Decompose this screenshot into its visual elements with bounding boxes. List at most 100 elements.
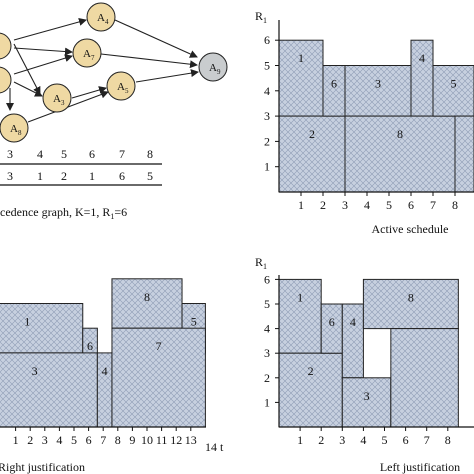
left-y-tick-label: 6	[264, 272, 270, 286]
node-a3: A3	[42, 83, 72, 113]
active-bar-label: 4	[419, 51, 425, 65]
active-x-tick-label: 4	[364, 198, 370, 212]
table-value-cell: 6	[119, 169, 125, 183]
node-label: A8	[10, 123, 22, 137]
right-x-tick-label: 2	[27, 433, 33, 447]
edge-in-a7	[13, 47, 73, 56]
left-y-tick-label: 3	[264, 346, 270, 360]
left-caption: Left justification	[380, 460, 460, 474]
table-header-cell: 6	[89, 147, 95, 161]
graph-caption: cedence graph, K=1, R1=6	[0, 205, 127, 221]
edge-a5-a9	[135, 69, 199, 83]
right-bar-3	[0, 352, 98, 428]
table-value-cell: 1	[89, 169, 95, 183]
left-x-tick-label: 6	[403, 433, 409, 447]
right-x-tick-label: 6	[86, 433, 92, 447]
active-x-tick-label: 6	[408, 198, 414, 212]
right-x-tick-label: 4	[56, 433, 62, 447]
right-bar-label: 5	[191, 315, 197, 329]
edge-a7-a9	[100, 53, 198, 69]
active-y-tick-label: 6	[264, 33, 270, 47]
node-a7: A7	[72, 38, 102, 68]
active-bar-2	[278, 115, 346, 193]
table-header-cell: 5	[61, 147, 67, 161]
right-bar-label: 1	[24, 315, 30, 329]
node-label: A7	[83, 48, 95, 62]
left-ylabel: R1	[255, 255, 267, 271]
table-header-cell: 4	[37, 147, 43, 161]
table-value-cell: 5	[147, 169, 153, 183]
left-bar-2	[278, 352, 343, 428]
right-bar-label: 8	[144, 290, 150, 304]
active-y-tick-label: 1	[264, 160, 270, 174]
edge-in-a4	[13, 18, 87, 41]
right-bar-label: 4	[102, 364, 108, 378]
right-x-tick-label: 9	[129, 433, 135, 447]
active-bar-label: 6	[331, 77, 337, 91]
active-x-tick-label: 1	[298, 198, 304, 212]
node-label: A3	[53, 93, 65, 107]
left-y-tick-label: 5	[264, 297, 270, 311]
active-bar-label: 1	[298, 51, 304, 65]
right-bar-label: 6	[87, 339, 93, 353]
left-bar-label: 3	[364, 389, 370, 403]
node-label: A4	[97, 12, 109, 26]
right-x-tick-label: 3	[42, 433, 48, 447]
left-x-tick-label: 7	[424, 433, 430, 447]
active-x-tick-label: 3	[342, 198, 348, 212]
active-y-tick-label: 2	[264, 134, 270, 148]
active-x-tick-label: 8	[452, 198, 458, 212]
node-a4: A4	[86, 2, 116, 32]
active-x-tick-label: 2	[320, 198, 326, 212]
left-x-tick-label: 5	[382, 433, 388, 447]
left-y-tick-label: 4	[264, 322, 270, 336]
right-x-tick-label: 13	[185, 433, 197, 447]
active-caption: Active schedule	[372, 222, 449, 236]
left-bar-label: 1	[297, 290, 303, 304]
right-caption: Right justification	[0, 460, 85, 474]
active-ylabel: R1	[255, 9, 267, 25]
right-x-tick-label: 8	[115, 433, 121, 447]
active-bar-6	[322, 65, 346, 117]
active-bar-5	[432, 65, 474, 117]
left-y-tick-label: 1	[264, 395, 270, 409]
right-x-tick-label: 5	[71, 433, 77, 447]
table-value-cell: 2	[61, 169, 67, 183]
right-bar-label: 7	[156, 339, 162, 353]
right-x-tick-label: 10	[141, 433, 153, 447]
node-label: A5	[117, 81, 129, 95]
table-header-cell: 7	[119, 147, 125, 161]
table-header-cell: 8	[147, 147, 153, 161]
active-bar-1	[278, 39, 324, 117]
active-bar-extra	[454, 115, 474, 193]
right-x-tick-label: 12	[170, 433, 182, 447]
left-x-tick-label: 8	[445, 433, 451, 447]
active-y-tick-label: 5	[264, 59, 270, 73]
left-bar-label: 2	[308, 364, 314, 378]
table-value-cell: 3	[7, 169, 13, 183]
right-x-tick-label: 11	[156, 433, 168, 447]
node-a9: A9	[198, 52, 228, 82]
node-offscreen-2	[0, 66, 12, 94]
left-bar-label: 6	[329, 315, 335, 329]
active-bar-3	[344, 65, 412, 117]
left-x-tick-label: 4	[360, 433, 366, 447]
right-bar-label: 3	[32, 364, 38, 378]
active-bar-label: 2	[309, 127, 315, 141]
active-y-tick-label: 4	[264, 84, 270, 98]
active-bar-label: 5	[451, 77, 457, 91]
edge-in-a3b	[13, 43, 41, 95]
node-a8: A8	[0, 113, 29, 143]
left-y-tick-label: 2	[264, 371, 270, 385]
active-y-tick-label: 3	[264, 109, 270, 123]
active-bar-label: 3	[375, 77, 381, 91]
left-bar-label: 4	[350, 315, 356, 329]
left-bar-8	[362, 278, 459, 330]
left-x-tick-label: 1	[297, 433, 303, 447]
right-bar-7	[111, 327, 206, 428]
